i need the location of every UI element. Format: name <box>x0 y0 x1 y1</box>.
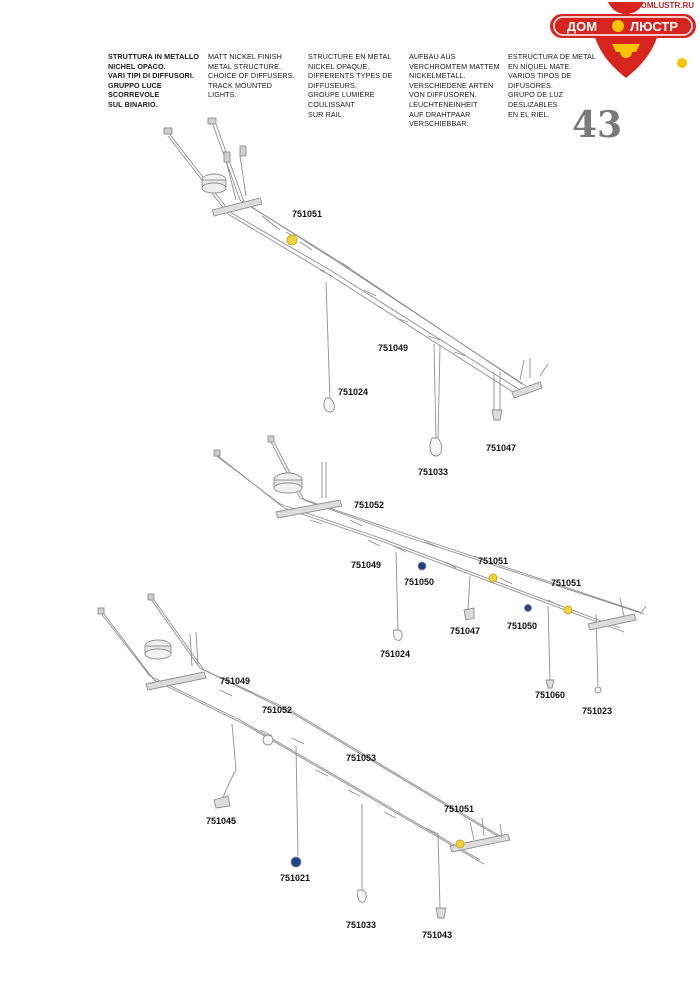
diagram-1 <box>163 117 549 457</box>
desc-english: MATT NICKEL FINISH METAL STRUCTURE. CHOI… <box>208 52 295 100</box>
logo-word-dom: ДОМ <box>567 19 597 34</box>
code-751047: 751047 <box>486 443 517 453</box>
code-751052: 751052 <box>262 705 293 715</box>
desc-italian: STRUTTURA IN METALLO NICHEL OPACO. VARI … <box>108 52 200 109</box>
desc-spanish: ESTRUCTURA DE METAL EN NÍQUEL MATE. VARI… <box>508 52 597 119</box>
code-751051: 751051 <box>551 578 582 588</box>
code-751045: 751045 <box>206 816 237 826</box>
code-751050: 751050 <box>404 577 435 587</box>
logo-word-lustr: ЛЮСТР <box>630 19 678 34</box>
code-751052: 751052 <box>354 500 385 510</box>
code-751049: 751049 <box>220 676 251 686</box>
code-751021: 751021 <box>280 873 311 883</box>
code-751050: 751050 <box>507 621 538 631</box>
code-751033: 751033 <box>346 920 377 930</box>
code-751023: 751023 <box>582 706 613 716</box>
desc-german: AUFBAU AUS VERCHROMTEM MATTEM NICKELMETA… <box>409 52 500 129</box>
code-751051: 751051 <box>478 556 509 566</box>
code-751043: 751043 <box>422 930 453 940</box>
diagram-2 <box>213 435 647 694</box>
desc-french: STRUCTURE EN METAL NICKEL OPAQUE. DIFFER… <box>308 52 393 119</box>
page-number: 43 <box>572 104 623 146</box>
code-751024: 751024 <box>380 649 411 659</box>
code-751053: 751053 <box>346 753 377 763</box>
code-751060: 751060 <box>535 690 566 700</box>
code-751024: 751024 <box>338 387 369 397</box>
code-751051: 751051 <box>444 804 475 814</box>
code-751049: 751049 <box>378 343 409 353</box>
diagram-3 <box>97 593 511 919</box>
code-751033: 751033 <box>418 467 449 477</box>
code-751049: 751049 <box>351 560 382 570</box>
code-751047: 751047 <box>450 626 481 636</box>
site-url: DOMLUSTR.RU <box>634 1 694 10</box>
domlustr-logo: ДОМ ЛЮСТР <box>550 2 696 78</box>
code-751051: 751051 <box>292 209 323 219</box>
